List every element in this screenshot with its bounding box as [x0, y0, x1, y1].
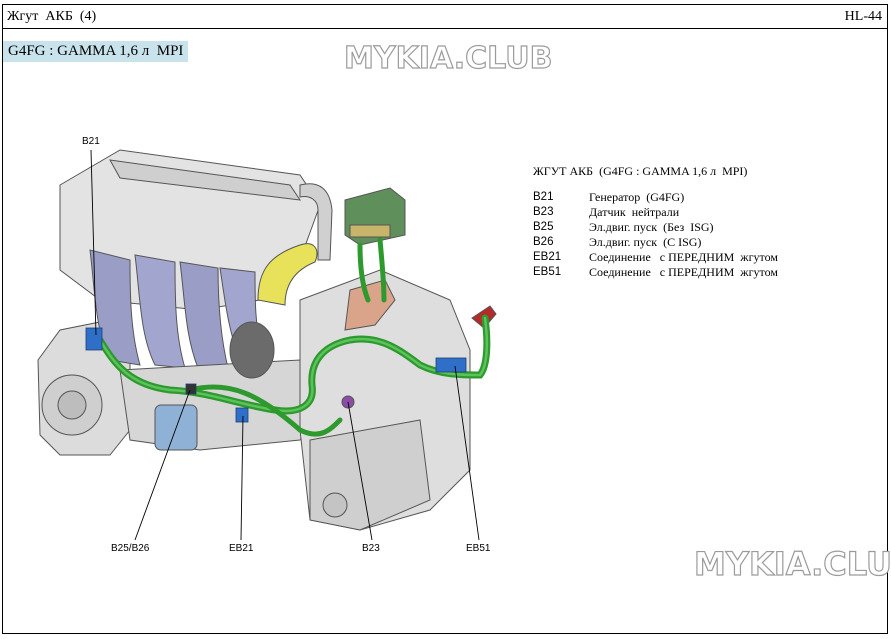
battery-harness — [96, 237, 491, 437]
legend-desc: Соединение с ПЕРЕДНИМ жгутом — [589, 265, 778, 279]
legend-desc: Эл.двиг. пуск (Без ISG) — [589, 220, 714, 234]
page-frame: Жгут АКБ (4) HL-44 — [2, 4, 888, 634]
label-eb51: EB51 — [466, 543, 491, 554]
watermark-top: MYKIA.CLUB — [343, 40, 553, 76]
connector-eb21 — [235, 407, 249, 423]
page-title: Жгут АКБ (4) — [7, 9, 97, 24]
legend-code: B23 — [533, 206, 554, 218]
connector-b21 — [85, 327, 103, 351]
watermark-bottom: MYKIA.CLUB — [693, 544, 891, 583]
legend-row: B26 Эл.двиг. пуск (С ISG) — [533, 235, 778, 250]
engine-tag: G4FG : GAMMA 1,6 л MPI — [3, 41, 189, 62]
legend-desc: Датчик нейтрали — [589, 205, 680, 219]
legend-code: B25 — [533, 221, 554, 233]
legend-code: EB51 — [533, 266, 562, 278]
legend-code: B21 — [533, 191, 554, 203]
leader-lines — [90, 149, 480, 541]
legend-row: B23 Датчик нейтрали — [533, 205, 778, 220]
connector-b25-b26 — [185, 383, 197, 395]
legend-row: B25 Эл.двиг. пуск (Без ISG) — [533, 220, 778, 235]
label-b25-b26: B25/B26 — [111, 543, 150, 554]
label-b23: B23 — [362, 543, 380, 554]
legend-row: B21 Генератор (G4FG) — [533, 190, 778, 205]
connector-eb51 — [435, 357, 467, 373]
connector-legend: ЖГУТ АКБ (G4FG : GAMMA 1,6 л MPI) B21 Ге… — [533, 164, 778, 280]
page-number: HL-44 — [844, 9, 882, 24]
page-header: Жгут АКБ (4) HL-44 — [3, 5, 887, 29]
label-b21: B21 — [82, 136, 100, 147]
legend-code: B26 — [533, 236, 554, 248]
legend-row: EB21 Соединение с ПЕРЕДНИМ жгутом — [533, 250, 778, 265]
legend-row: EB51 Соединение с ПЕРЕДНИМ жгутом — [533, 265, 778, 280]
legend-code: EB21 — [533, 251, 562, 263]
legend-desc: Соединение с ПЕРЕДНИМ жгутом — [589, 250, 778, 264]
legend-title: ЖГУТ АКБ (G4FG : GAMMA 1,6 л MPI) — [533, 164, 748, 178]
connectors — [85, 327, 467, 423]
legend-desc: Эл.двиг. пуск (С ISG) — [589, 235, 702, 249]
legend-desc: Генератор (G4FG) — [589, 190, 685, 204]
engine-illustration — [37, 149, 497, 531]
label-eb21: EB21 — [229, 543, 254, 554]
